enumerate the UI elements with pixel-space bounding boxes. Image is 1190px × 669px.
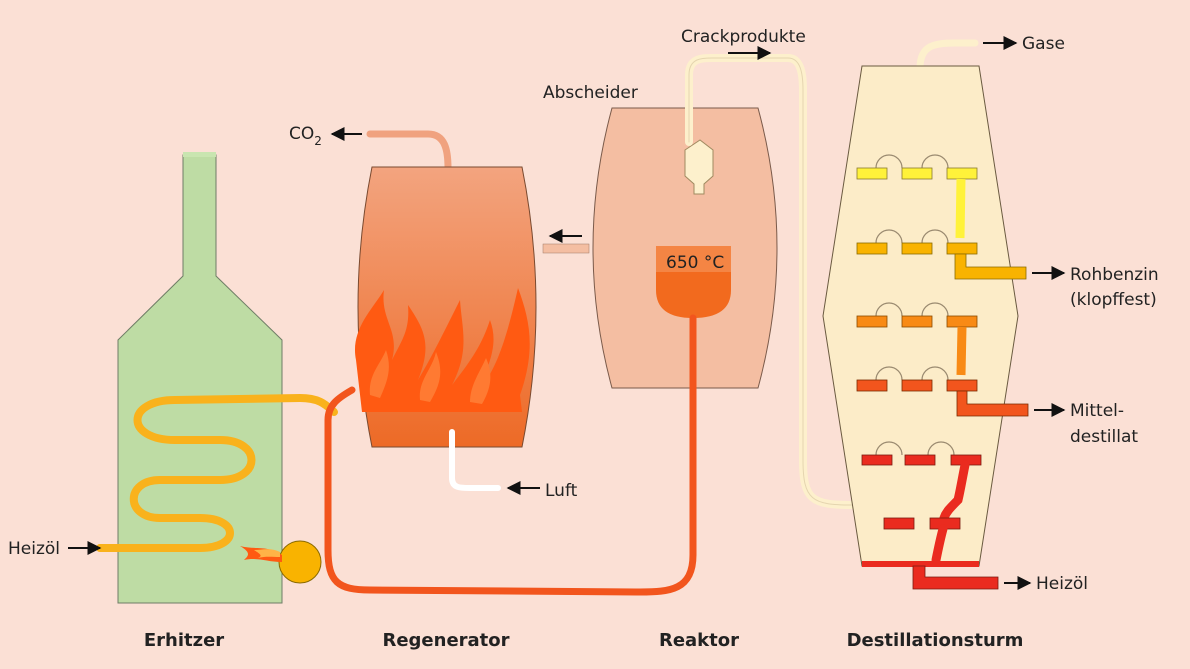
heater-coil	[96, 394, 338, 552]
middle-distillate-label-line2: destillat	[1070, 427, 1138, 447]
heater-title: Erhitzer	[144, 630, 224, 651]
heater-body	[117, 154, 283, 604]
heating-oil-out-label: Heizöl	[1036, 574, 1088, 594]
crack-products-pipe-outline	[688, 57, 853, 506]
temperature-label: 650 °C	[666, 253, 724, 273]
reactor-cup-top	[656, 246, 731, 272]
flames-inner-icon	[369, 350, 491, 404]
regen-reactor-link	[542, 243, 590, 254]
middle-distillate-outlet	[956, 390, 1029, 417]
catalyst-return-pipe	[324, 314, 697, 596]
heater-top	[183, 152, 216, 157]
column-title: Destillationsturm	[847, 630, 1024, 651]
flow-arrows	[68, 36, 1066, 590]
tray-group-3	[856, 302, 978, 376]
gases-label: Gase	[1022, 34, 1065, 54]
separator-label: Abscheider	[543, 83, 638, 103]
reactor	[592, 107, 778, 389]
crack-products-label: Crackprodukte	[681, 27, 806, 47]
heating-oil-in-label: Heizöl	[8, 539, 60, 559]
gasoline-outlet	[954, 253, 1027, 280]
middle-distillate-label-line1: Mittel-	[1070, 401, 1124, 421]
burner-flame-inner-icon	[254, 549, 280, 558]
crack-products-pipe	[685, 54, 856, 509]
tray-group-1	[856, 154, 978, 239]
tray-group-6	[862, 517, 999, 590]
gas-pipe	[916, 39, 979, 72]
air-label: Luft	[545, 481, 578, 501]
distillation-column	[822, 39, 1029, 590]
reactor-title: Reaktor	[659, 630, 739, 651]
gasoline-label-line1: Rohbenzin	[1070, 265, 1159, 285]
tray-group-5	[861, 441, 982, 523]
co2-pipe	[366, 130, 452, 172]
air-pipe	[449, 429, 501, 491]
tray-group-2	[856, 229, 1027, 280]
heater	[96, 152, 338, 604]
gasoline-label-line2: (klopffest)	[1070, 290, 1157, 310]
burner	[278, 540, 322, 584]
regenerator	[354, 130, 537, 491]
cyclone-separator	[684, 139, 714, 195]
co2-label: CO2	[289, 124, 322, 148]
tray-group-4	[856, 366, 1029, 417]
regenerator-title: Regenerator	[382, 630, 509, 651]
heating-oil-outlet	[912, 565, 999, 590]
